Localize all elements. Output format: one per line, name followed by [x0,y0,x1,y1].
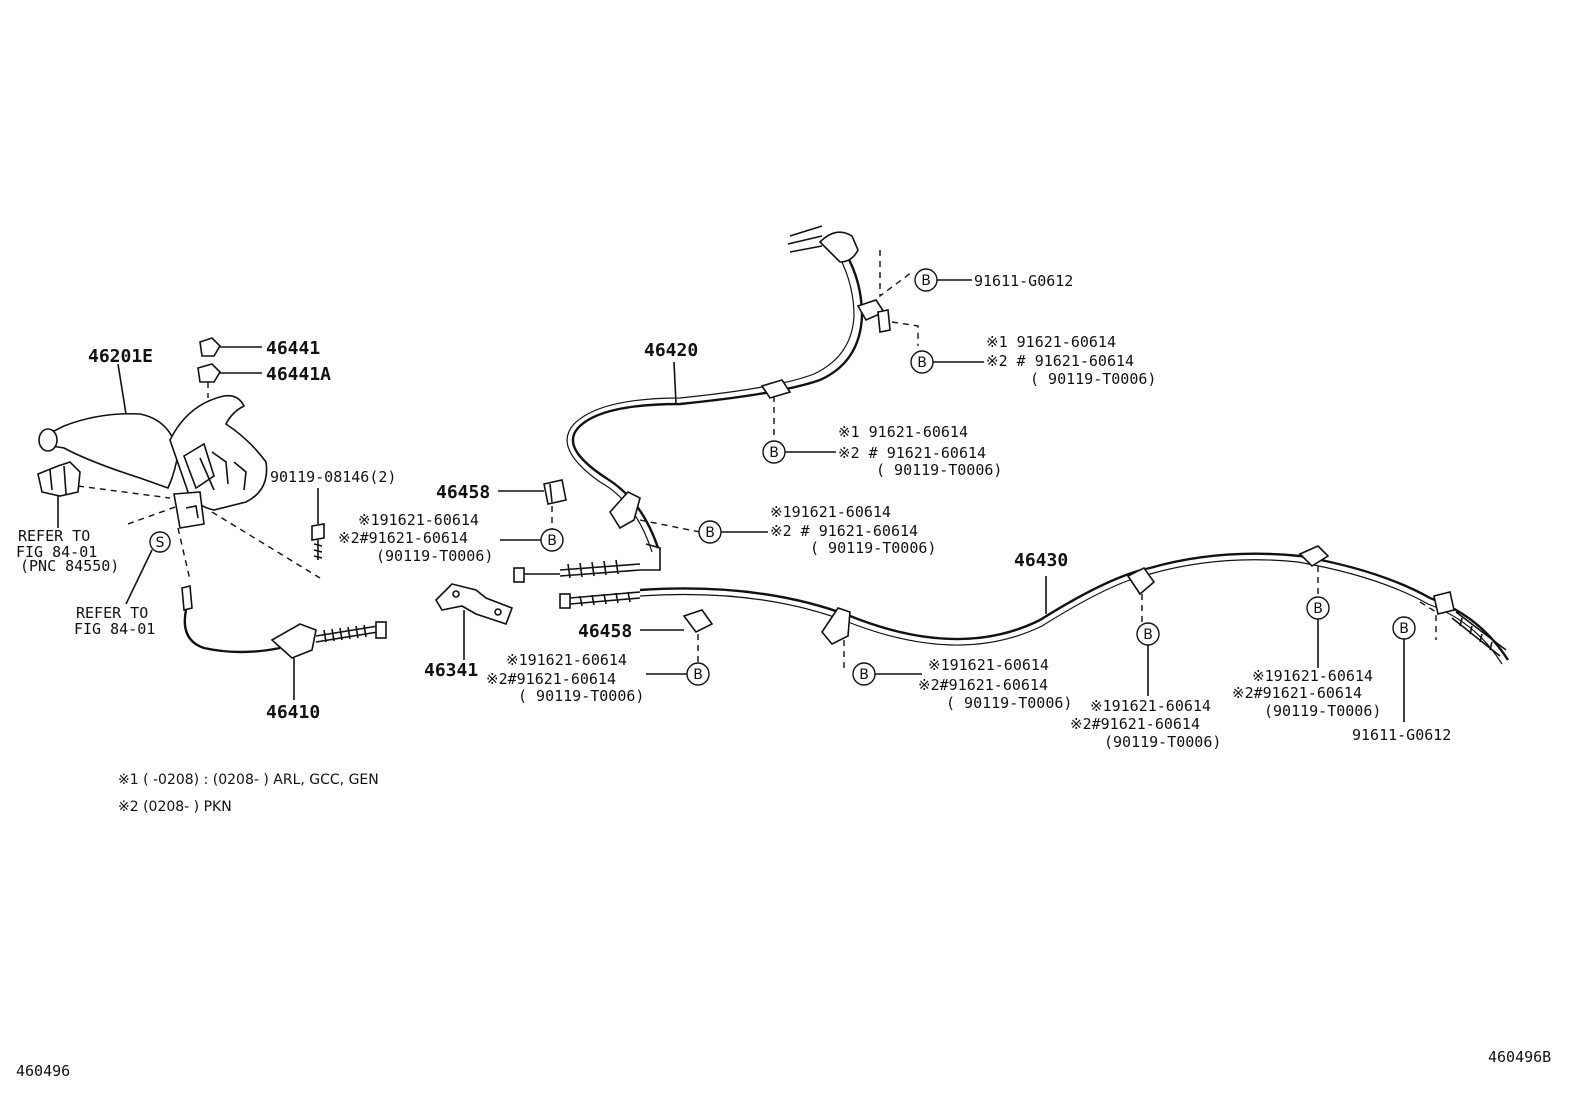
svg-text:B: B [917,355,927,371]
b-marker-8: B [1136,622,1160,646]
group3-line3: ( 90119-T0006) [876,461,1002,479]
figure-code-right: 460496B [1488,1048,1551,1066]
group8-line2: ※2#91621-60614 [1070,715,1200,733]
svg-text:B: B [769,445,779,461]
svg-text:S: S [156,535,165,551]
b-marker-10: B [1392,616,1416,640]
group7-line1: ※191621-60614 [928,656,1049,674]
b-marker-top: B [914,268,938,292]
group4-line3: ( 90119-T0006) [810,539,936,557]
rear-cable-46420 [513,225,891,583]
group3-line1: ※1 91621-60614 [838,423,968,441]
parking-brake-lever [38,382,268,581]
b-marker-2: B [910,350,934,374]
group6-line2: ※2#91621-60614 [486,670,616,688]
label-91611-bottom: 91611-G0612 [1352,726,1451,744]
clip-46458-upper [543,479,567,505]
switch-clip [37,461,81,497]
label-46458-lower: 46458 [578,621,632,642]
b-marker-3: B [762,440,786,464]
group2-line2: ※2 # 91621-60614 [986,352,1134,370]
label-46341: 46341 [424,660,478,681]
label-46201E: 46201E [88,346,153,367]
group6-line3: ( 90119-T0006) [518,687,644,705]
label-46441: 46441 [266,338,320,359]
bolt-90119-08146 [311,523,325,560]
clip-46458-lower [682,609,714,634]
label-46420: 46420 [644,340,698,361]
svg-text:B: B [547,533,557,549]
group3-line2: ※2 # 91621-60614 [838,444,986,462]
rear-cable-46430 [559,545,1510,665]
group7-line3: ( 90119-T0006) [946,694,1072,712]
b-marker-7: B [852,662,876,686]
label-46430: 46430 [1014,550,1068,571]
svg-text:B: B [1313,601,1323,617]
nut-46441 [199,337,222,357]
label-46410: 46410 [266,702,320,723]
refer-fig-2: FIG 84-01 [74,620,155,638]
group9-line2: ※2#91621-60614 [1232,684,1362,702]
refer-to-2: REFER TO [76,604,148,622]
group2-line1: ※1 91621-60614 [986,333,1116,351]
svg-text:B: B [1399,621,1409,637]
group9-line1: ※191621-60614 [1252,667,1373,685]
group9-line3: (90119-T0006) [1264,702,1381,720]
group4-line2: ※2 # 91621-60614 [770,522,918,540]
svg-text:B: B [859,667,869,683]
svg-text:B: B [693,667,703,683]
b-marker-6: B [686,662,710,686]
svg-text:B: B [705,525,715,541]
refer-pnc: (PNC 84550) [20,557,119,575]
label-46458-upper: 46458 [436,482,490,503]
front-cable-46410 [181,584,387,659]
footnote-1: ※1 ( -0208) : (0208- ) ARL, GCC, GEN [118,772,379,788]
group7-line2: ※2#91621-60614 [918,676,1048,694]
svg-text:B: B [1143,627,1153,643]
b-marker-5: B [540,528,564,552]
group5-line1: ※191621-60614 [358,511,479,529]
footnote-2: ※2 (0208- ) PKN [118,799,232,815]
refer-to-1: REFER TO [18,527,90,545]
b-marker-4: B [698,520,722,544]
group6-line1: ※191621-60614 [506,651,627,669]
figure-code-left: 460496 [16,1062,70,1080]
group4-line1: ※191621-60614 [770,503,891,521]
label-91611-top: 91611-G0612 [974,272,1073,290]
b-marker-9: B [1306,596,1330,620]
group8-line1: ※191621-60614 [1090,697,1211,715]
group5-line3: (90119-T0006) [376,547,493,565]
bracket-46341 [434,583,514,626]
label-46441A: 46441A [266,364,331,385]
refer-fig-1: FIG 84-01 [16,543,97,561]
nut-46441A [197,363,222,383]
group2-line3: ( 90119-T0006) [1030,370,1156,388]
group5-line2: ※2#91621-60614 [338,529,468,547]
s-marker: S [149,531,171,553]
group8-line3: (90119-T0006) [1104,733,1221,751]
svg-text:B: B [921,273,931,289]
label-bolt: 90119-08146(2) [270,468,396,486]
